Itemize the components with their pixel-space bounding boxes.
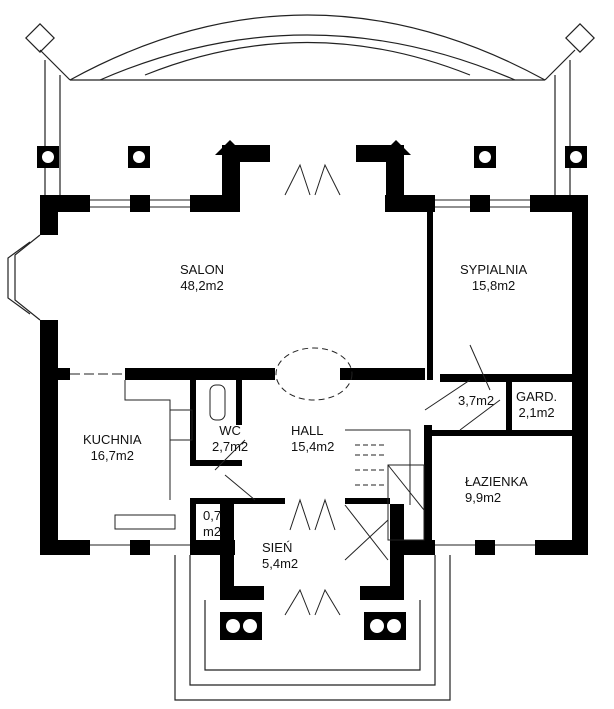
- room-name: KUCHNIA: [83, 432, 142, 447]
- room-name: SALON: [180, 262, 225, 277]
- columns: [37, 146, 587, 168]
- room-label-kuchnia: KUCHNIA 16,7m2: [83, 432, 142, 464]
- room-name: SYPIALNIA: [460, 262, 528, 277]
- walls: [40, 140, 588, 600]
- room-name: 0,7: [203, 508, 222, 523]
- room-area: 48,2m2: [180, 278, 224, 293]
- room-name: SIEŃ: [262, 540, 293, 555]
- terrace: [25, 14, 595, 195]
- room-label-hall: HALL 15,4m2: [291, 423, 334, 455]
- room-name: GARD.: [516, 389, 558, 404]
- room-name: ŁAZIENKA: [465, 474, 528, 489]
- room-label-schowek: 0,7 m2: [203, 508, 221, 540]
- room-label-gard: GARD. 2,1m2: [516, 389, 557, 421]
- room-area: 16,7m2: [90, 448, 134, 463]
- room-area: 2,1m2: [518, 405, 555, 420]
- room-label-salon: SALON 48,2m2: [180, 262, 224, 294]
- room-area: 2,7m2: [212, 439, 249, 454]
- porch-columns: [220, 612, 406, 640]
- bay-window: [7, 234, 41, 321]
- room-area: m2: [203, 524, 222, 539]
- room-label-lazienka: ŁAZIENKA 9,9m2: [465, 474, 528, 506]
- room-area: 15,8m2: [471, 278, 516, 293]
- room-area: 9,9m2: [465, 490, 502, 505]
- room-label-korytarz: 3,7m2: [458, 393, 494, 409]
- room-label-sypialnia: SYPIALNIA 15,8m2: [460, 262, 527, 294]
- room-label-wc: WC 2,7m2: [212, 423, 248, 455]
- room-area: 15,4m2: [291, 439, 335, 454]
- room-name: HALL: [291, 423, 324, 438]
- windows-and-doors: [70, 163, 535, 616]
- porch: [174, 555, 451, 701]
- room-name: WC: [219, 423, 241, 438]
- room-area: 5,4m2: [262, 556, 299, 571]
- stairs: [344, 429, 425, 561]
- room-label-sien: SIEŃ 5,4m2: [262, 540, 298, 572]
- room-area: 3,7m2: [458, 393, 495, 408]
